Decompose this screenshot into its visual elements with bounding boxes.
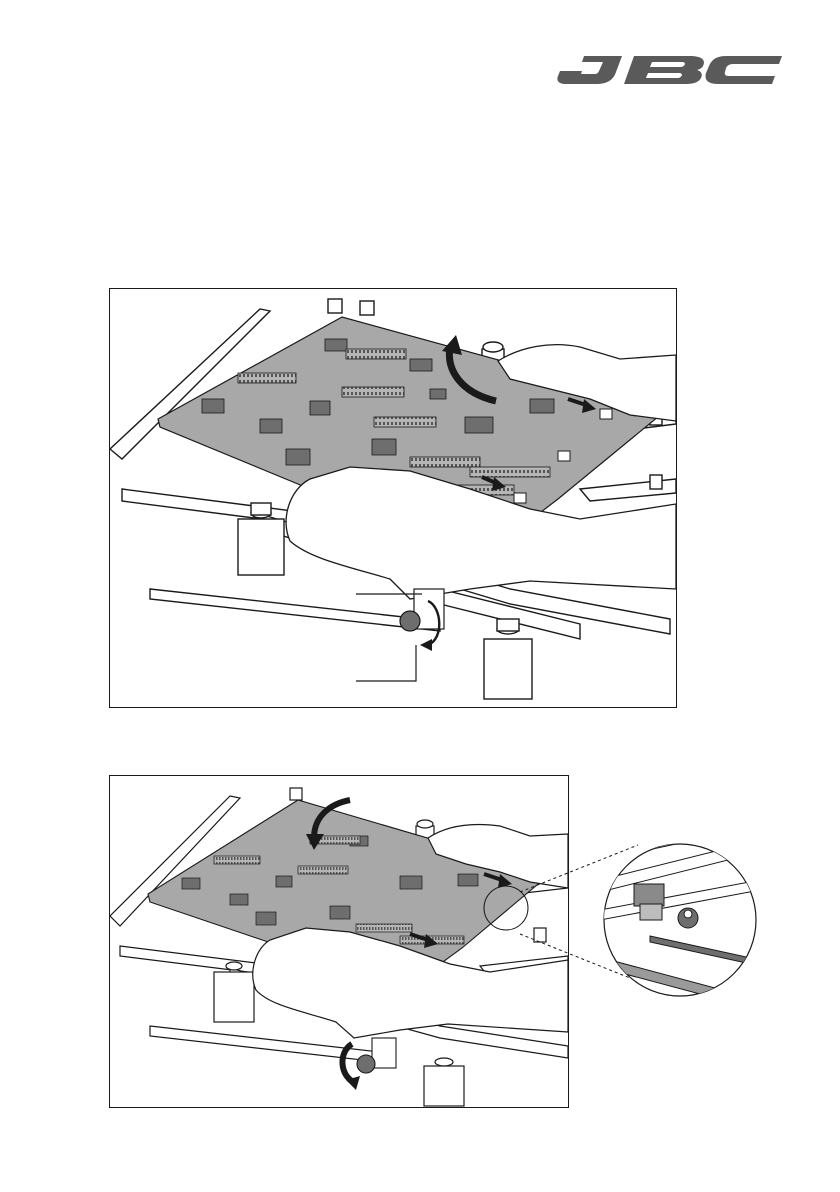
figure-1-illustration	[110, 289, 676, 707]
tension-knob	[342, 1038, 396, 1090]
tension-knob	[400, 589, 444, 651]
detail-circle	[600, 820, 760, 1010]
figure-2-illustration	[110, 776, 568, 1107]
figure-2	[109, 775, 569, 1108]
figure-1	[109, 288, 677, 708]
jbc-logo	[556, 56, 782, 84]
callout-lines	[356, 594, 422, 681]
